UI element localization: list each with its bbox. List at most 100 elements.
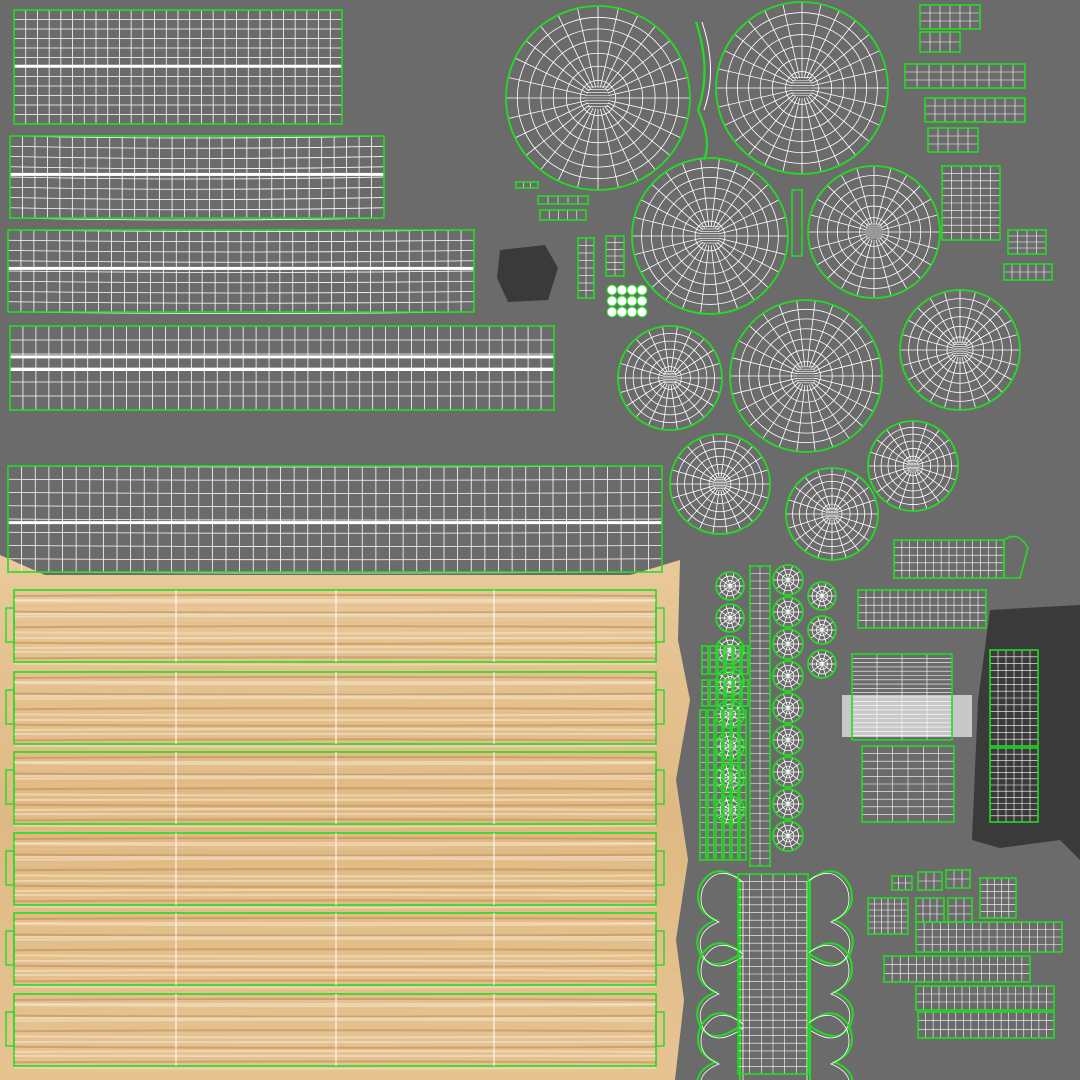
uv-mesh-line [675,349,714,375]
uv-island-br-3 [915,985,1055,1011]
uv-mesh-line [718,216,786,235]
uv-seam [725,645,733,675]
wood-grain-line [13,625,657,629]
uv-mesh-line [7,239,475,243]
uv-seam [694,21,709,161]
uv-mesh-line [817,616,822,629]
uv-mesh-line [662,384,670,430]
uv-mesh-line [775,730,787,740]
uv-island-blob [626,284,638,296]
uv-mesh-line [775,762,787,772]
uv-mesh-line [718,239,780,273]
uv-mesh-line [619,362,665,377]
uv-mesh-line [944,356,959,409]
uv-mesh-line [775,794,787,804]
uv-mesh-line [944,291,959,344]
uv-mesh-line [738,340,799,373]
uv-mesh-line [557,107,594,182]
uv-mesh-line [10,355,554,359]
uv-seam [772,596,804,628]
uv-seam [915,897,945,923]
uv-mesh-line [789,836,801,846]
uv-mesh-line [964,307,1003,346]
uv-mesh-line [789,676,801,686]
wood-grain-line [13,868,657,872]
uv-mesh-line [870,451,908,465]
uv-mesh-line [9,176,385,180]
uv-mesh-line [724,486,763,512]
uv-mesh-line [626,349,665,375]
uv-island-round-small [772,628,804,660]
uv-island-plank-1 [5,589,665,663]
uv-mesh-line [789,698,801,708]
uv-mesh-line [606,104,671,156]
wood-grain-line [13,646,657,649]
uv-mesh-line [730,604,735,617]
uv-mesh-line [775,708,787,718]
uv-mesh-line [788,821,794,835]
uv-mesh-line [788,725,794,739]
uv-seam [717,645,725,675]
uv-island-strip-1 [13,9,343,125]
uv-mesh-line [886,429,911,462]
uv-mesh-line [7,291,475,294]
uv-seam [5,689,15,725]
uv-mesh-line [788,741,794,755]
uv-mesh-line [775,698,787,708]
uv-mesh-line [778,304,804,368]
uv-mesh-line [810,313,850,369]
uv-mesh-line [782,597,788,611]
uv-island-round-small [772,756,804,788]
uv-mesh-line [810,664,821,673]
wood-grain-line [13,948,657,952]
uv-seam [979,877,1017,919]
uv-island-round-small [715,571,745,601]
uv-island-bar [701,645,709,675]
uv-seam [655,850,665,886]
uv-island-blob [606,284,618,296]
uv-mesh-line [9,156,385,159]
uv-seam [945,869,971,889]
uv-mesh-line [917,439,950,464]
uv-mesh-line [775,772,787,782]
wood-grain-layer [13,594,657,1070]
uv-mesh-line [782,741,788,755]
uv-mesh-line [810,214,867,231]
uv-mesh-line [514,57,589,94]
uv-seam [709,679,717,707]
uv-mesh-line [725,587,730,600]
uv-mesh-line [782,709,788,723]
uv-mesh-line [789,644,801,654]
uv-seam [729,299,883,453]
uv-mesh-line [880,235,932,266]
uv-mesh-line [782,789,788,803]
uv-mesh-line [722,489,742,530]
uv-island-plank-4 [5,832,665,906]
uv-seam [785,467,879,561]
uv-mesh-line [775,676,787,686]
uv-mesh-line [725,604,730,617]
uv-mesh-line [782,613,788,627]
uv-mesh-line [788,499,827,513]
uv-mesh-line [14,64,342,68]
uv-mesh-line [608,77,688,96]
wood-grain-line [13,975,657,979]
wood-grain-line [13,814,657,818]
uv-mesh-line [806,1015,850,1080]
uv-mesh-line [718,89,793,108]
uv-mesh-line [681,162,708,228]
uv-seam [655,930,665,966]
uv-mesh-line [525,40,590,92]
uv-island-bar [741,679,749,707]
uv-seam [655,769,665,805]
uv-seam [772,820,804,852]
wood-grain-line [13,1004,657,1008]
uv-mesh-line [602,107,639,182]
wood-grain-line [13,1035,657,1039]
uv-seam [919,4,981,30]
uv-seam [5,769,15,805]
wood-grain-line [13,917,657,920]
uv-mesh-line [814,357,880,375]
uv-mesh-line [634,237,702,256]
uv-mesh-line [718,609,729,618]
